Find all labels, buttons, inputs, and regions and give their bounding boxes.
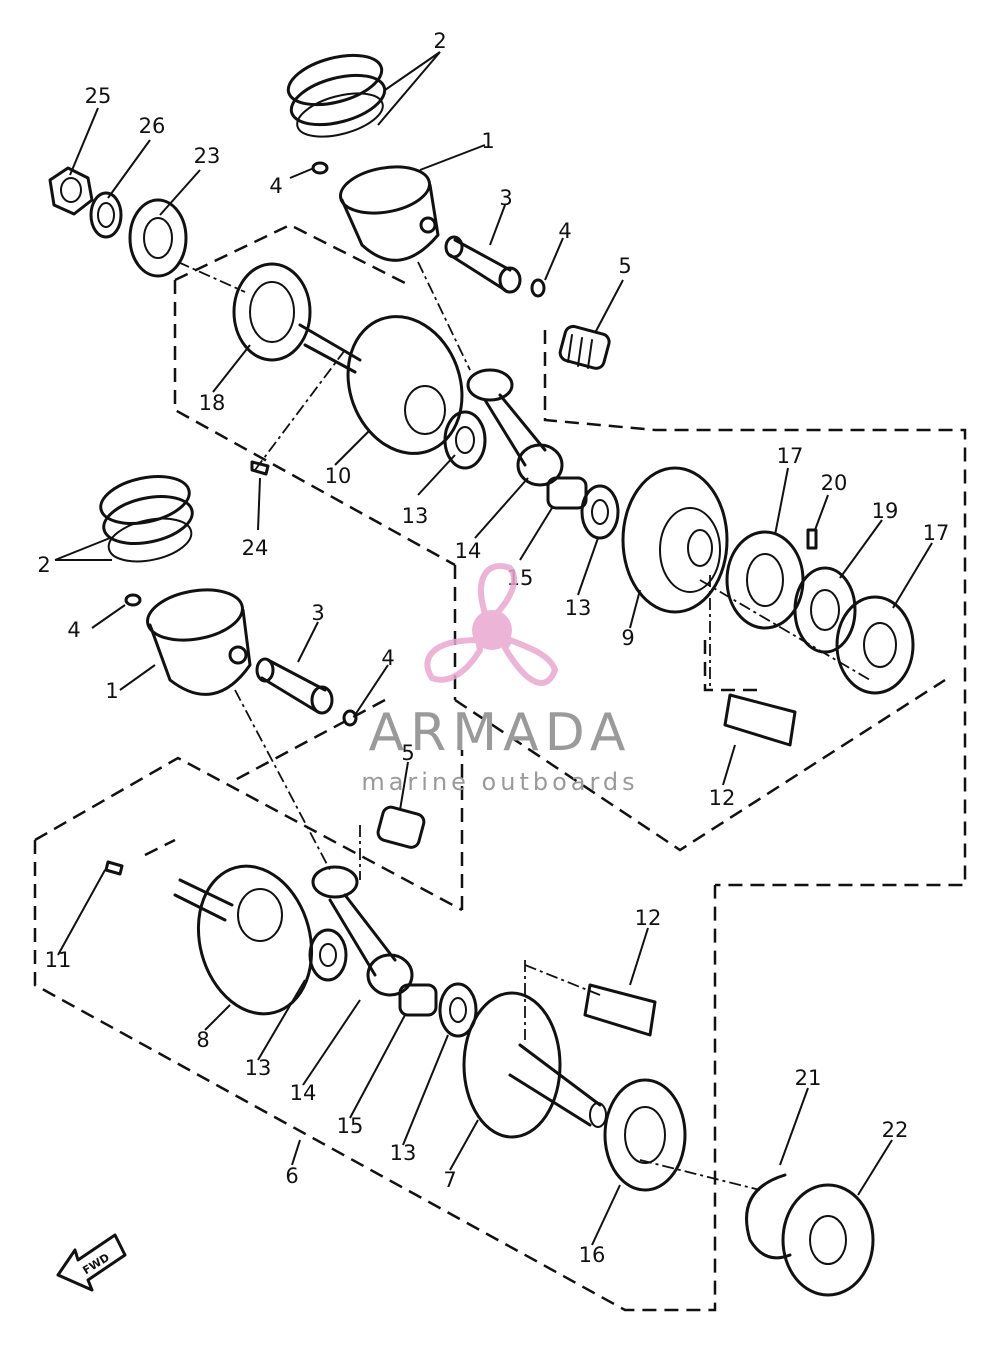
part-label: 8 bbox=[196, 1028, 209, 1052]
thrust-washer-upper-b bbox=[580, 484, 620, 540]
center-bearing-17a bbox=[725, 530, 805, 630]
piston-pin-upper bbox=[444, 235, 522, 294]
crank-pin-upper bbox=[723, 693, 797, 747]
piston-pin-clip bbox=[124, 593, 142, 607]
oil-seal-22 bbox=[781, 1183, 875, 1297]
piston-pin-lower bbox=[255, 657, 334, 715]
part-label: 3 bbox=[499, 186, 512, 210]
part-label: 5 bbox=[401, 741, 414, 765]
piston-rings-upper bbox=[286, 53, 387, 138]
thrust-washer-lower bbox=[308, 928, 348, 982]
part-label: 12 bbox=[709, 786, 736, 810]
watermark-title: ARMADA bbox=[369, 703, 632, 763]
part-label: 13 bbox=[565, 596, 592, 620]
piston-pin-clip bbox=[342, 709, 358, 727]
piston-pin-clip bbox=[311, 161, 329, 175]
part-label: 1 bbox=[105, 679, 118, 703]
part-label: 18 bbox=[199, 391, 226, 415]
part-label: 9 bbox=[621, 626, 634, 650]
leader-lines bbox=[54, 51, 933, 1246]
part-label: 24 bbox=[242, 536, 269, 560]
crank-web-9 bbox=[621, 466, 729, 614]
snap-ring-21 bbox=[745, 1173, 792, 1260]
assembly-boundary-lines bbox=[33, 223, 967, 1312]
nut bbox=[48, 166, 94, 216]
thrust-washer-upper bbox=[443, 410, 487, 470]
part-label: 26 bbox=[139, 114, 166, 138]
part-label: 25 bbox=[85, 84, 112, 108]
part-label: 23 bbox=[194, 144, 221, 168]
center-bearing-17b bbox=[835, 595, 915, 695]
key-11 bbox=[104, 860, 124, 876]
piston-rings-lower bbox=[99, 475, 194, 563]
part-label: 19 bbox=[872, 499, 899, 523]
part-label: 13 bbox=[402, 504, 429, 528]
part-label: 4 bbox=[269, 174, 282, 198]
crank-pin-lower bbox=[583, 983, 657, 1037]
forward-arrow-icon: FWD bbox=[56, 1233, 127, 1292]
piston-pin-clip bbox=[530, 278, 546, 298]
crank-web-upper bbox=[298, 315, 464, 455]
part-label: 10 bbox=[325, 464, 352, 488]
needle-bearing-lower bbox=[376, 805, 426, 849]
crank-web-lower-7 bbox=[462, 991, 607, 1139]
ball-bearing-16 bbox=[603, 1078, 687, 1192]
part-label: 16 bbox=[579, 1243, 606, 1267]
part-label: 14 bbox=[455, 539, 482, 563]
piston-upper bbox=[339, 165, 440, 262]
part-label: 1 bbox=[481, 129, 494, 153]
part-label: 17 bbox=[923, 521, 950, 545]
propeller-icon bbox=[424, 563, 559, 686]
part-label: 21 bbox=[795, 1066, 822, 1090]
part-label: 7 bbox=[443, 1168, 456, 1192]
needle-bearing-upper bbox=[558, 324, 611, 370]
part-label: 15 bbox=[337, 1114, 364, 1138]
washer bbox=[89, 191, 123, 239]
watermark-subtitle: marine outboards bbox=[361, 768, 638, 796]
center-bearing-19 bbox=[793, 566, 857, 654]
dowel-pin-20 bbox=[806, 528, 818, 550]
part-label: 2 bbox=[37, 553, 50, 577]
part-label: 11 bbox=[45, 948, 72, 972]
connecting-rod-upper bbox=[466, 368, 564, 487]
part-label: 13 bbox=[390, 1141, 417, 1165]
piston-lower bbox=[146, 588, 252, 696]
part-label: 12 bbox=[635, 906, 662, 930]
part-label: 14 bbox=[290, 1081, 317, 1105]
connecting-rod-lower bbox=[311, 865, 414, 997]
part-label: 2 bbox=[433, 29, 446, 53]
crank-pin-bearing-lower bbox=[398, 983, 438, 1017]
part-label: 4 bbox=[381, 646, 394, 670]
key-24 bbox=[250, 460, 270, 476]
part-label: 13 bbox=[245, 1056, 272, 1080]
part-label: 20 bbox=[821, 471, 848, 495]
armada-watermark: ARMADA marine outboards bbox=[361, 563, 638, 796]
part-label: 3 bbox=[311, 601, 324, 625]
part-label: 6 bbox=[285, 1164, 298, 1188]
part-label: 4 bbox=[558, 219, 571, 243]
part-label: 22 bbox=[882, 1118, 909, 1142]
part-label: 5 bbox=[618, 254, 631, 278]
thrust-washer-lower-b bbox=[438, 982, 478, 1038]
part-label: 17 bbox=[777, 444, 804, 468]
part-label: 4 bbox=[67, 618, 80, 642]
ball-bearing-18 bbox=[232, 262, 312, 362]
crank-web-lower-8 bbox=[173, 864, 314, 1016]
oil-seal-upper bbox=[128, 198, 188, 278]
